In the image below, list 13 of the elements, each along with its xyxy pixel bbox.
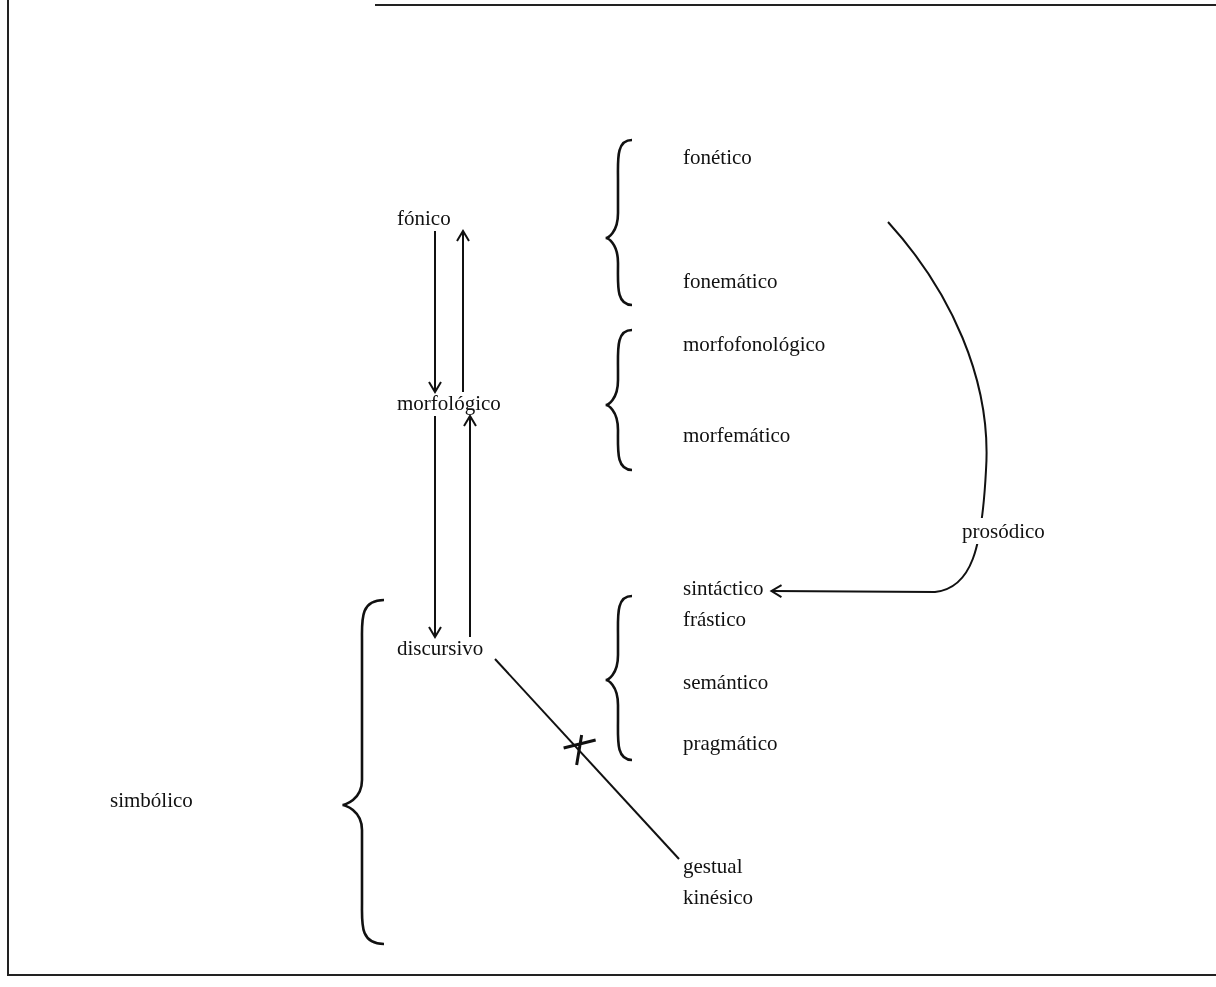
term-label: pragmático	[683, 731, 778, 755]
term-label: semántico	[683, 670, 769, 694]
term-label: morfológico	[397, 391, 501, 415]
edge-label: prosódico	[962, 518, 1045, 544]
term-label: simbólico	[110, 788, 193, 812]
term-label: fonético	[683, 145, 752, 169]
term-label: morfemático	[683, 423, 791, 447]
term-label: morfofonológico	[683, 332, 826, 356]
term-label: discursivo	[397, 636, 484, 660]
term-label: fonemático	[683, 269, 778, 293]
term-label: gestual kinésico	[683, 854, 753, 909]
term-label: sintáctico frástico	[683, 576, 764, 631]
term-label: fónico	[397, 206, 451, 230]
